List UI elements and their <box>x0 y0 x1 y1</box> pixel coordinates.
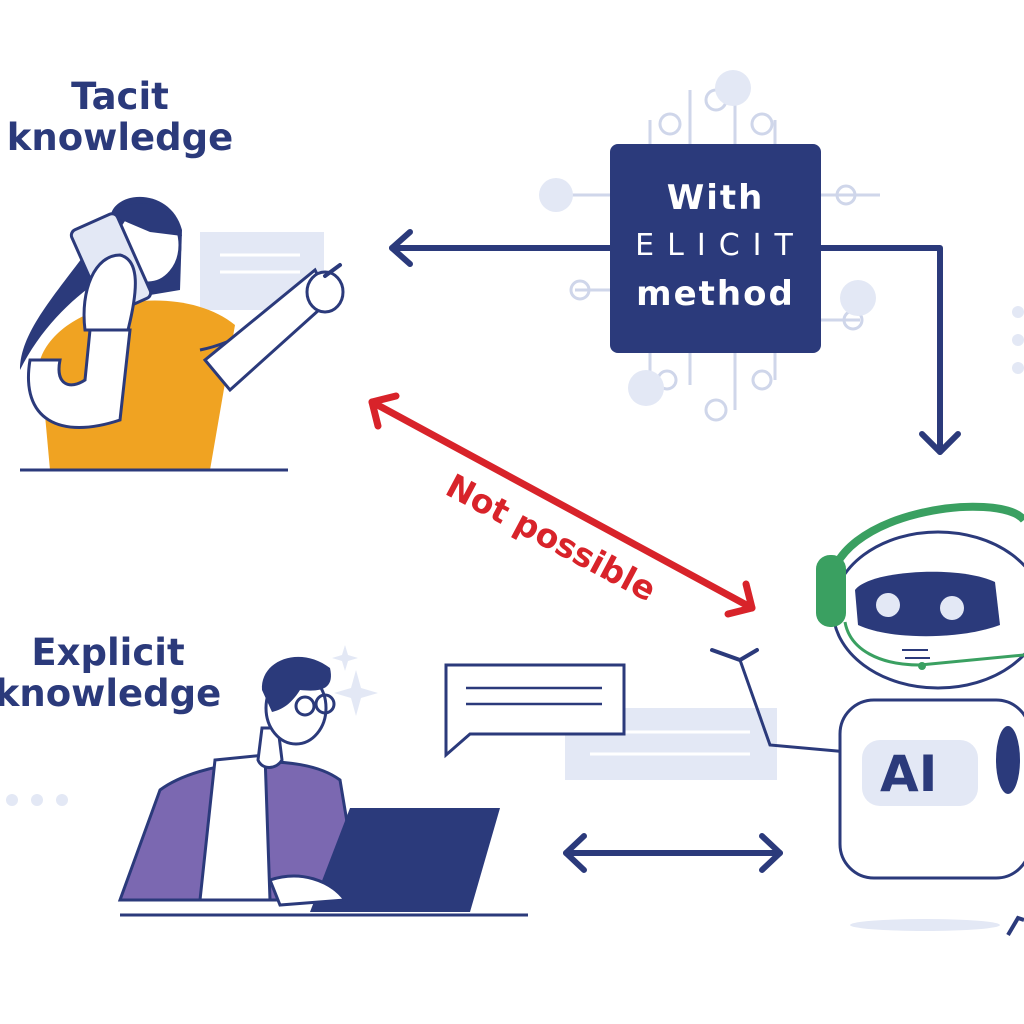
arrow-to-tacit <box>389 229 615 267</box>
man-at-laptop-icon <box>117 645 528 917</box>
explicit-ai-arrow <box>563 833 783 873</box>
method-elicit-label: ELICIT <box>635 228 806 263</box>
tacit-knowledge-heading: Tacit knowledge <box>6 75 234 159</box>
ai-label: AI <box>880 745 938 803</box>
method-with-label: With <box>666 178 765 218</box>
woman-on-phone-icon <box>20 196 345 472</box>
method-method-label: method <box>636 274 795 314</box>
elicit-method-box: With ELICIT method <box>610 144 821 353</box>
arrow-to-ai <box>817 245 961 455</box>
circuit-dots-decoration <box>6 70 1024 806</box>
not-possible-arrow <box>368 392 756 618</box>
chat-bubble-icon <box>444 663 777 780</box>
explicit-knowledge-heading: Explicit knowledge <box>0 631 222 715</box>
ai-robot-icon <box>710 502 1024 937</box>
